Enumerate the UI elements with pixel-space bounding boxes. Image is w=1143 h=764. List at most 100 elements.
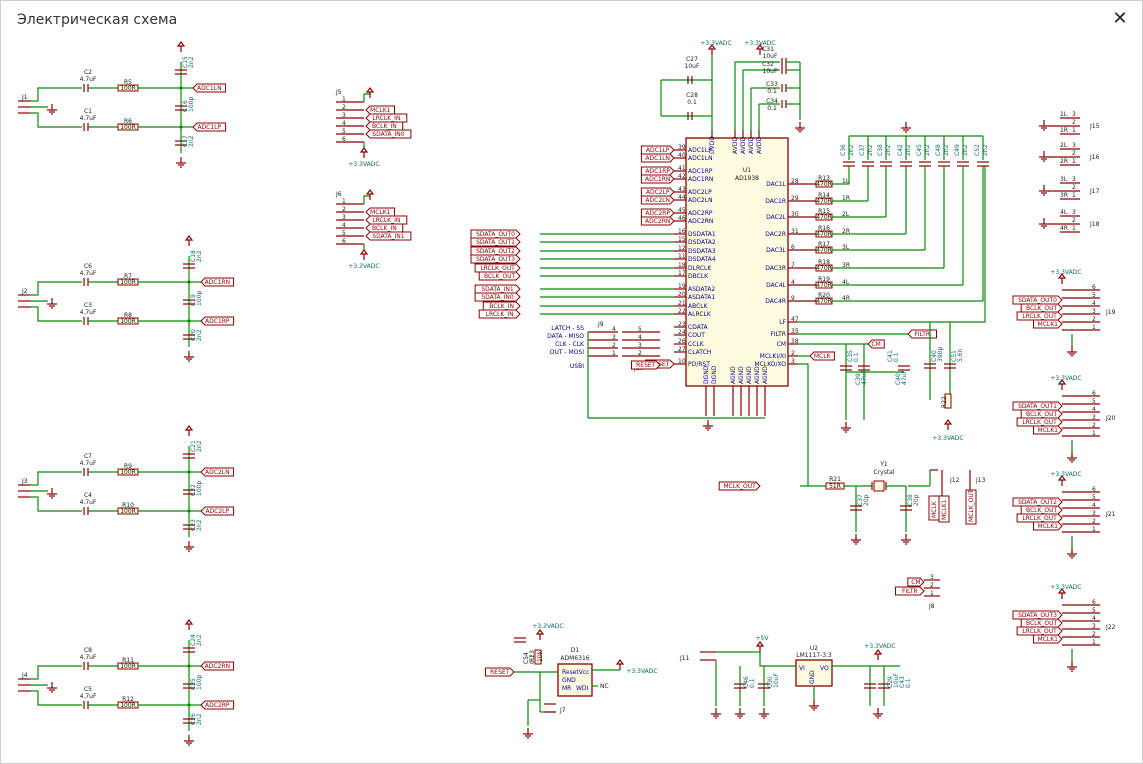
cap-value: 10uF [763,53,778,60]
power-label: +3.3VADC [532,623,563,630]
cap-value: 47uF [861,370,868,385]
pin-number: 29 [791,195,799,202]
pin-number: 5 [1092,292,1096,299]
net-name: 1R [842,195,850,202]
cap-value: 2n2 [962,144,969,156]
pin-number: 40 [678,152,686,159]
pin-number: 2 [1092,422,1096,429]
cap-ref: C2 [84,69,92,76]
pin-number: 18 [678,262,686,269]
pin-number: 1 [612,350,616,357]
net-label-text: SDATA_OUT2 [1018,499,1057,506]
pin-number: 2 [1072,217,1076,224]
resistor-ref: R16 [818,225,830,232]
net-label [718,481,761,491]
net-label [192,83,227,93]
cap-value: 2n2 [905,144,912,156]
wire [30,87,82,102]
pin-number: 4 [342,222,346,229]
nc-label: NC [600,683,609,690]
resistor-ref: R8 [124,312,132,319]
pin-name: DLRCLK [688,265,712,272]
pin-number: 20 [678,291,686,298]
pin-number: 4 [1092,406,1096,413]
close-icon[interactable]: ✕ [1112,8,1128,29]
resistor-ref: R18 [818,259,830,266]
pin-number: 6 [342,136,346,143]
cap-value: 2n2 [943,144,950,156]
net-label-text: LRCLK_IN [372,115,400,122]
pin-number: 3 [1092,510,1096,517]
net-label [1012,610,1063,620]
cap-ref: C43 [899,676,906,688]
pin-name: DAC2R [765,231,786,238]
net-label [1016,626,1063,636]
power-label: +3.3VADC [1050,375,1081,382]
connector-ref: J16 [1089,154,1100,161]
net-label [640,195,675,205]
pin-name: GND [809,670,816,684]
net-name: 4L [842,279,850,286]
pin-number: 3 [1092,414,1096,421]
net-label-text: LRCLK_OUT [1022,419,1057,426]
pin-name: AVDD [748,137,755,154]
net-name: 4R [1060,225,1068,232]
net-name: 1R [1060,127,1068,134]
net-label [640,187,675,197]
pin-name: DAC1R [765,198,786,205]
cap-ref: C18 [190,250,197,262]
net-label-text: SDATA_IN0 [481,294,514,301]
connector-ref: J3 [21,478,28,485]
resistor-value: 470R [816,231,832,238]
pin-name: ALRCLK [688,311,712,318]
net-label [365,105,395,115]
pin-name: DSDATA4 [688,256,716,263]
pin-number: 6 [1092,390,1096,397]
net-label [809,351,835,361]
cap-ref: C22 [190,484,197,496]
pin-name: ResetVcc [562,669,589,676]
power-arrow [365,189,375,195]
resistor-value: 470R [816,298,832,305]
connector-ref: J2 [21,288,28,295]
connector-ref: J11 [679,655,690,662]
net-label-text: SDATA_OUT0 [476,231,515,238]
net-label [640,166,675,176]
cap-ref: C5 [84,686,92,693]
net-label [640,174,675,184]
resistor-value: 51R [829,483,841,490]
cap-value: 0.1 [905,678,912,688]
net-label-text: SDATA_IN0 [372,131,405,138]
cap-value: 2n2 [196,440,203,452]
net-label-text: LRCLK_OUT [1022,515,1057,522]
spi-label: LATCH - SS [551,325,584,332]
net-label [1012,295,1063,305]
resistor-value: 470R [816,214,832,221]
cap-ref: C24 [190,634,197,646]
net-label-text: ADC2RP [645,210,670,217]
pin-number: 42 [678,173,686,180]
cap-value: 0.1 [687,99,697,106]
cap-value: 2n2 [924,144,931,156]
pin-number: 3 [1092,623,1096,630]
resistor-value: 100R [120,702,136,709]
connector-ref: J20 [1105,415,1116,422]
pin-name: ASDATA1 [688,294,715,301]
net-label-text: ADC1LN [197,85,222,92]
pin-name: ABCLK [688,303,709,310]
cap-value: 4.7uF [80,499,97,506]
pin-name: DAC4R [765,298,786,305]
pin-number: 43 [678,186,686,193]
pin-number: 38 [791,338,799,345]
net-label [1016,311,1063,321]
cap-value: 10uF [893,673,900,688]
cap-ref: C23 [190,519,197,531]
connector-ref: J12 [949,477,960,484]
resistor-value: 100R [120,508,136,515]
net-label-text: SDATA_IN1 [372,233,405,240]
pin-number: 4 [1092,300,1096,307]
power-arrow [176,41,186,47]
cap-ref: C29 [887,676,894,688]
pin-name: ASDATA2 [688,286,715,293]
pin-number: 2 [1072,184,1076,191]
